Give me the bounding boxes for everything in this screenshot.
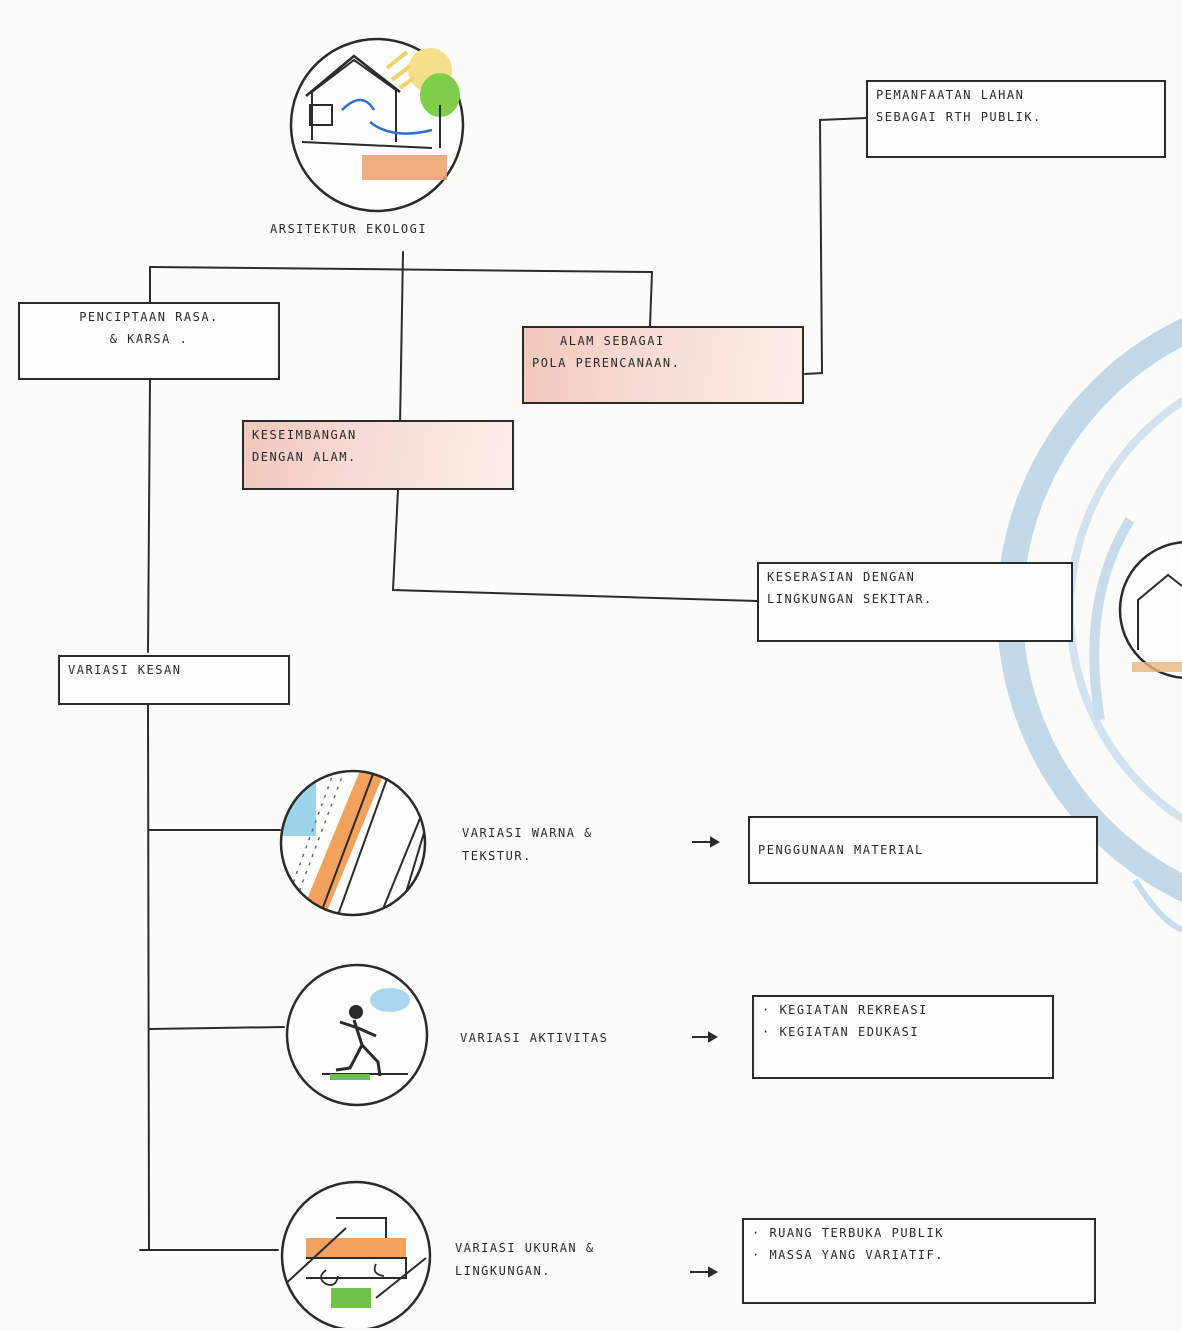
row-1-caption-line-1: VARIASI WARNA & (462, 826, 593, 840)
alam-line-2: POLA PERENCANAAN. (532, 356, 681, 371)
landscape-sketch (280, 1180, 432, 1328)
kesimbangan-line-2: DENGAN ALAM. (252, 450, 357, 465)
kesimbangan-box: KESEIMBANGAN DENGAN ALAM. (242, 420, 514, 490)
house-sketch-partial (1118, 541, 1182, 679)
keserasian-line-1: KESERASIAN DENGAN (767, 570, 916, 584)
alam-line-1: ALAM SEBAGAI (560, 334, 665, 348)
keserasian-line-2: LINGKUNGAN SEKITAR. (767, 592, 933, 607)
row-2-item-2: · KEGIATAN EDUKASI (762, 1025, 920, 1040)
penciptaan-line-1: PENCIPTAAN RASA. (79, 310, 219, 324)
pemanfaatan-line-1: PEMANFAATAN LAHAN (876, 88, 1025, 102)
row-3-caption-line-1: VARIASI UKURAN & (455, 1241, 595, 1255)
penciptaan-box: PENCIPTAAN RASA. & KARSA . (18, 302, 280, 380)
row-3-item-1: · RUANG TERBUKA PUBLIK (752, 1226, 944, 1240)
row-1-box: PENGGUNAAN MATERIAL (748, 816, 1098, 884)
row-2-caption: VARIASI AKTIVITAS (460, 1027, 608, 1050)
row-2-item-1: · KEGIATAN REKREASI (762, 1003, 928, 1017)
row-1-item-1: PENGGUNAAN MATERIAL (758, 842, 924, 857)
running-figure-sketch (285, 963, 429, 1107)
row-3-caption-line-2: LINGKUNGAN. (455, 1263, 551, 1278)
pemanfaatan-box: PEMANFAATAN LAHAN SEBAGAI RTH PUBLIK. (866, 80, 1166, 158)
row-1-caption: VARIASI WARNA & TEKSTUR. (462, 822, 593, 868)
row-2-box: · KEGIATAN REKREASI · KEGIATAN EDUKASI (752, 995, 1054, 1079)
row-3-box: · RUANG TERBUKA PUBLIK · MASSA YANG VARI… (742, 1218, 1096, 1304)
alam-box: ALAM SEBAGAI POLA PERENCANAAN. (522, 326, 804, 404)
variasi-kesan-box: VARIASI KESAN (58, 655, 290, 705)
pemanfaatan-line-2: SEBAGAI RTH PUBLIK. (876, 110, 1042, 125)
row-2-caption-line-1: VARIASI AKTIVITAS (460, 1031, 609, 1045)
penciptaan-line-2: & KARSA . (109, 332, 189, 347)
material-texture-sketch (279, 769, 427, 917)
kesimbangan-line-1: KESEIMBANGAN (252, 428, 357, 442)
keserasian-box: KESERASIAN DENGAN LINGKUNGAN SEKITAR. (757, 562, 1073, 642)
row-1-caption-line-2: TEKSTUR. (462, 848, 532, 863)
row-3-caption: VARIASI UKURAN & LINGKUNGAN. (455, 1237, 595, 1283)
variasi-kesan-label: VARIASI KESAN (68, 663, 182, 677)
house-ecology-sketch (289, 37, 465, 213)
row-3-item-2: · MASSA YANG VARIATIF. (752, 1248, 944, 1263)
root-label: ARSITEKTUR EKOLOGI (270, 222, 428, 236)
